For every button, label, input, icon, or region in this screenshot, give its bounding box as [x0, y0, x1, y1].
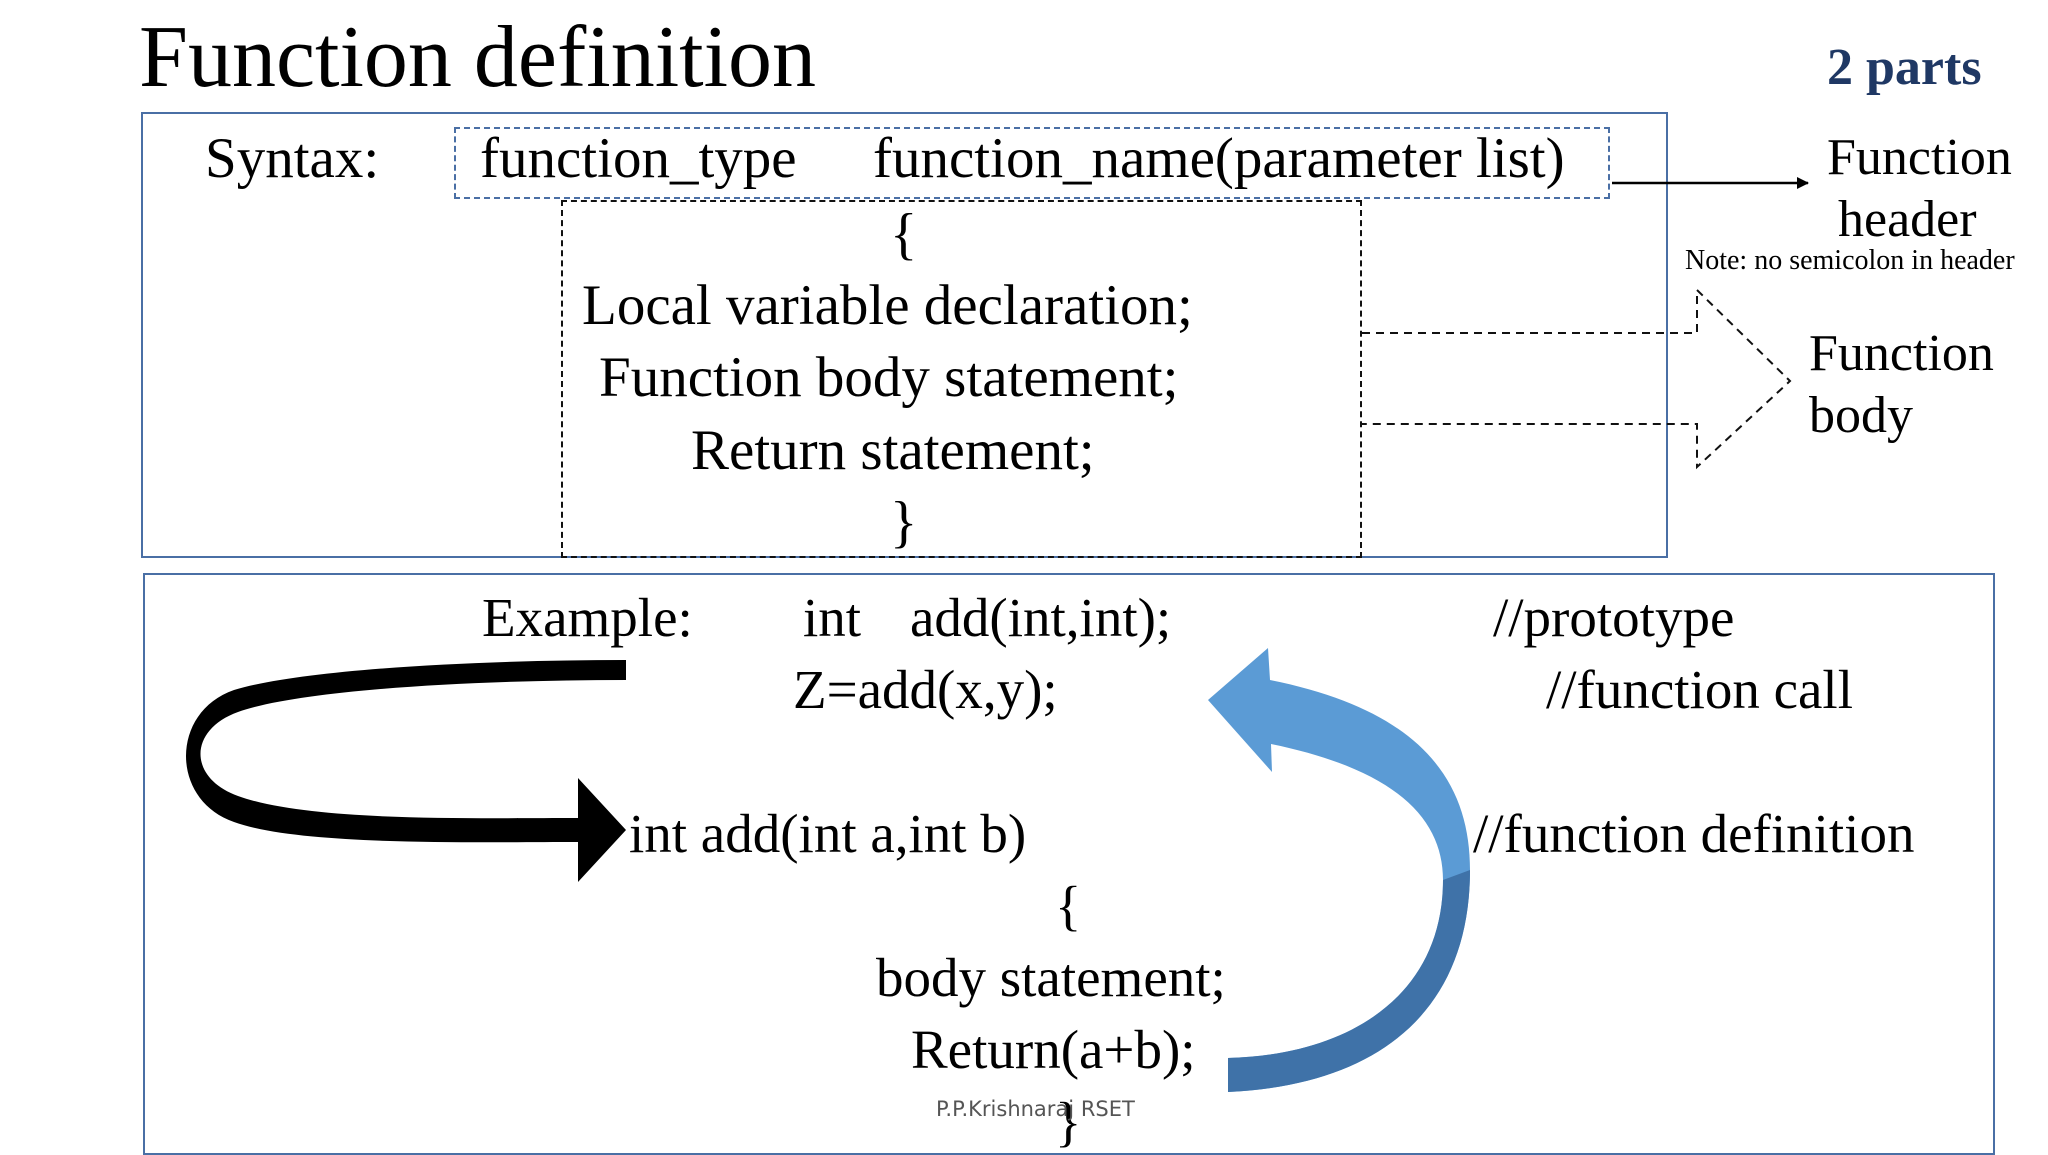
example-call: Z=add(x,y);: [793, 659, 1058, 720]
parts-badge: 2 parts: [1827, 39, 1982, 96]
syntax-function-type: function_type: [480, 127, 797, 190]
black-curved-arrow-icon: [186, 660, 626, 882]
body-highlight-box: [561, 200, 1362, 558]
blue-curved-arrow-shade-icon: [1228, 870, 1470, 1092]
page-title: Function definition: [139, 9, 817, 106]
example-def-header: int add(int a,int b): [629, 803, 1027, 864]
example-body-statement: body statement;: [876, 947, 1226, 1008]
callout-function-body-line2: body: [1809, 387, 1913, 444]
example-proto-signature: add(int,int);: [910, 587, 1172, 648]
syntax-body-statement: Function body statement;: [599, 346, 1179, 409]
body-block-arrow-icon: [1362, 287, 1792, 470]
callout-function-header-line2: header: [1838, 191, 1977, 248]
header-highlight-box: [454, 127, 1610, 199]
example-def-comment: //function definition: [1473, 803, 1915, 864]
watermark: P.P.Krishnaraj RSET: [936, 1097, 1135, 1121]
syntax-label: Syntax:: [205, 127, 380, 190]
syntax-function-name: function_name(parameter list): [873, 127, 1565, 190]
example-call-comment: //function call: [1546, 659, 1853, 720]
blue-curved-arrow-icon: [1208, 648, 1470, 1092]
callout-note: Note: no semicolon in header: [1685, 245, 2015, 276]
example-return: Return(a+b);: [911, 1019, 1196, 1080]
syntax-local-var: Local variable declaration;: [582, 274, 1193, 337]
syntax-open-brace: {: [890, 203, 918, 266]
syntax-return-statement: Return statement;: [691, 419, 1095, 482]
callout-function-header-line1: Function: [1827, 129, 2012, 186]
callout-function-body-line1: Function: [1809, 325, 1994, 382]
example-proto-comment: //prototype: [1493, 587, 1735, 648]
example-open-brace: {: [1055, 875, 1082, 936]
example-label: Example:: [482, 587, 693, 648]
example-proto-type: int: [803, 587, 862, 648]
example-close-brace: }: [1055, 1091, 1082, 1152]
syntax-close-brace: }: [890, 491, 918, 554]
